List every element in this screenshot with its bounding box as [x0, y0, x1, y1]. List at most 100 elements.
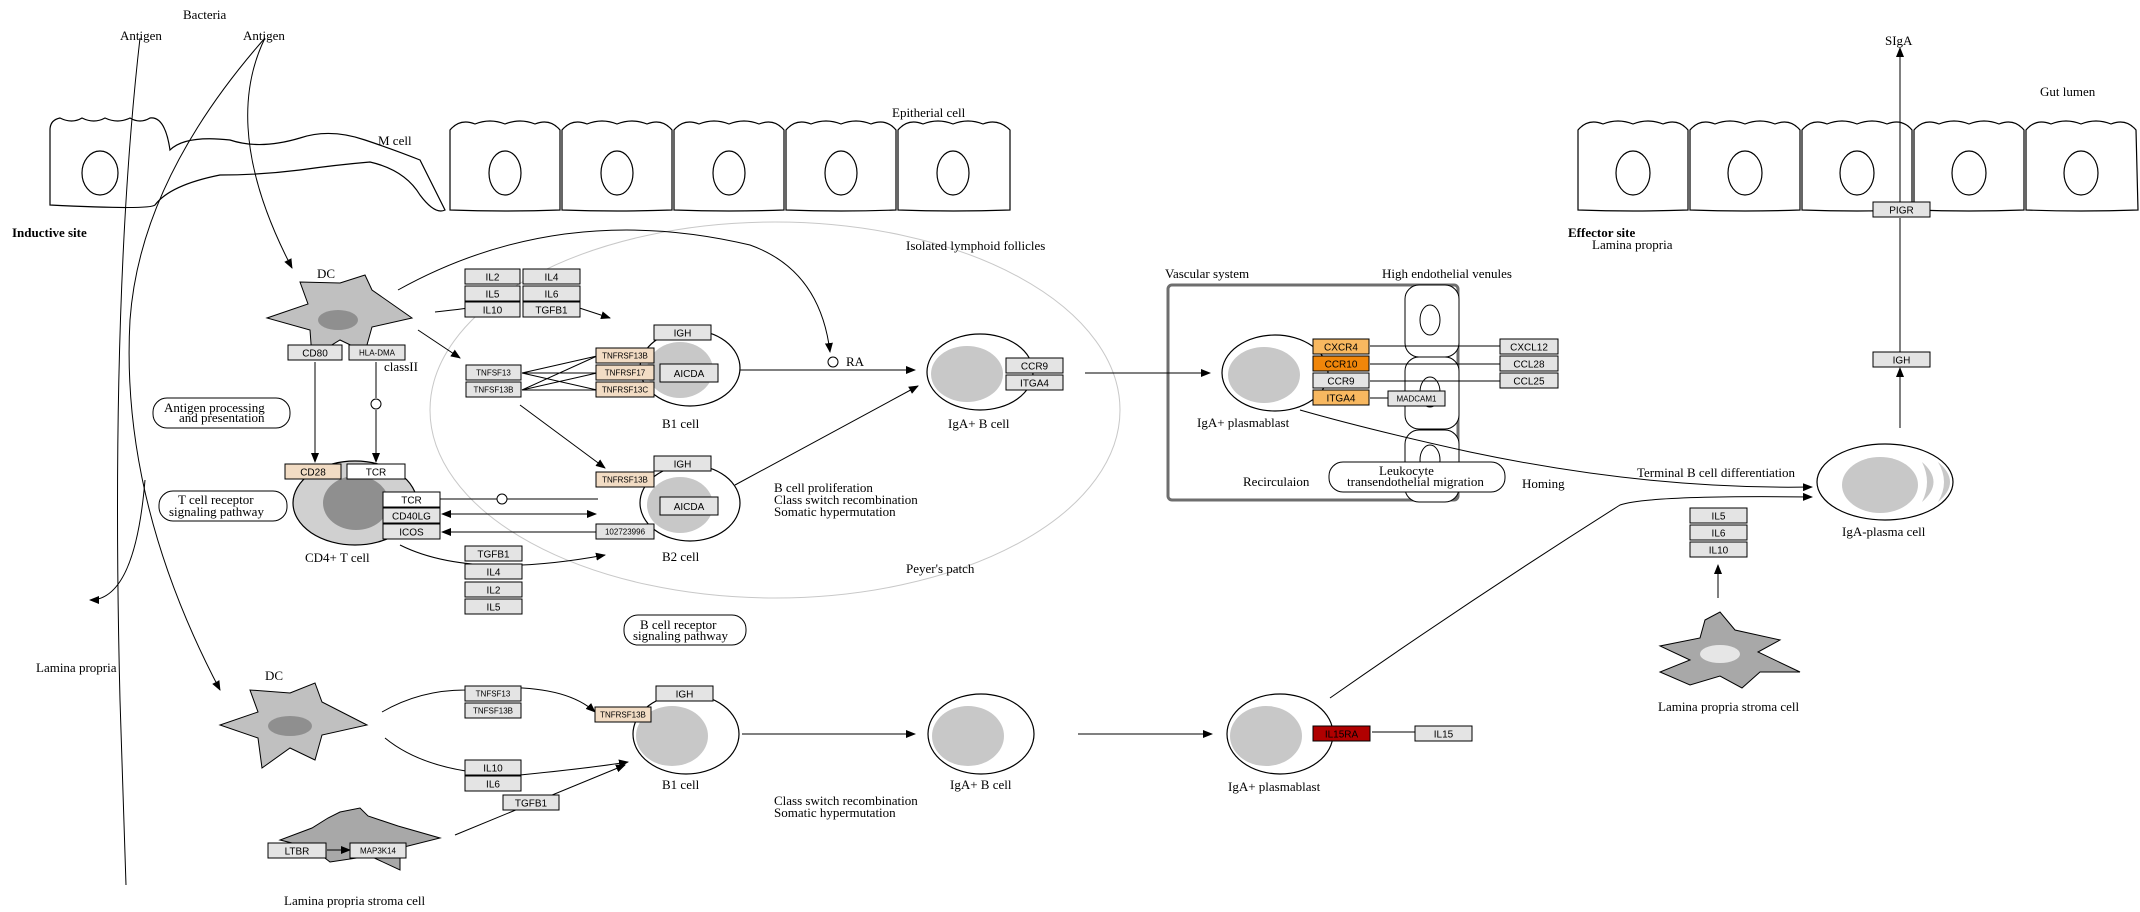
gene-map3k14[interactable]: MAP3K14	[349, 842, 407, 859]
epithelial-cell[interactable]	[561, 120, 673, 212]
gene-il10[interactable]: IL10	[1689, 541, 1748, 558]
gene-aicda[interactable]: AICDA	[659, 496, 719, 516]
gene-aicda[interactable]: AICDA	[659, 363, 719, 383]
gene-igh[interactable]: IGH	[653, 455, 712, 472]
gene-tnfsf13b[interactable]: TNFSF13B	[465, 381, 522, 398]
leukocyte-migration-box[interactable]	[1328, 461, 1506, 493]
label-cd4-t-cell: CD4+ T cell	[305, 550, 370, 565]
iga-plasmablast-lp[interactable]	[1226, 693, 1334, 775]
gene-tnfrsf13b[interactable]: TNFRSF13B	[595, 471, 655, 488]
gene-cd40lg[interactable]: CD40LG	[382, 507, 441, 524]
gene-il5[interactable]: IL5	[464, 598, 523, 615]
gene-label: CXCL12	[1510, 343, 1548, 354]
epithelial-cell[interactable]	[785, 120, 897, 212]
epithelial-cell[interactable]	[2025, 120, 2139, 212]
gene-label: IL5	[486, 290, 500, 301]
epithelial-cell[interactable]	[897, 120, 1011, 212]
gene-il2[interactable]: IL2	[464, 268, 521, 285]
gene-pigr[interactable]: PIGR	[1872, 201, 1931, 218]
gene-il5[interactable]: IL5	[464, 285, 521, 302]
iga-b-cell-peyers[interactable]	[926, 333, 1034, 411]
gene-itga4[interactable]: ITGA4	[1312, 389, 1370, 406]
gene-label: TNFSF13B	[473, 707, 513, 716]
bcr-pathway-box[interactable]	[623, 614, 747, 646]
gene-cxcl12[interactable]: CXCL12	[1499, 338, 1559, 355]
iga-plasma-cell[interactable]	[1816, 443, 1954, 521]
gene-tcr[interactable]: TCR	[382, 491, 441, 508]
gene-il10[interactable]: IL10	[464, 301, 521, 318]
gene-il2[interactable]: IL2	[464, 581, 523, 598]
epithelial-cell[interactable]	[673, 120, 785, 212]
label-antigen-2: Antigen	[243, 28, 285, 43]
gene-il5[interactable]: IL5	[1689, 507, 1748, 524]
gene-tnfrsf13b[interactable]: TNFRSF13B	[595, 347, 655, 364]
gene-il6[interactable]: IL6	[464, 775, 522, 792]
gene-label: IL2	[487, 586, 501, 597]
epithelial-cell[interactable]	[1689, 120, 1801, 212]
gene-cxcr4[interactable]: CXCR4	[1312, 338, 1370, 355]
gene-label: CCL25	[1513, 377, 1545, 388]
iga-b-cell-lp[interactable]	[927, 693, 1035, 775]
gene-tcr[interactable]: TCR	[346, 463, 406, 480]
gene-label: CXCR4	[1324, 343, 1358, 354]
gene-ccl28[interactable]: CCL28	[1499, 355, 1559, 372]
b1-cell-lp[interactable]	[632, 693, 740, 775]
gene-hla-dma[interactable]: HLA-DMA	[348, 344, 406, 361]
gene-label: IL10	[483, 764, 503, 775]
gene-ccr10[interactable]: CCR10	[1312, 355, 1370, 372]
gene-tgfb1[interactable]: TGFB1	[522, 301, 581, 318]
gene-il15[interactable]: IL15	[1414, 725, 1473, 742]
gene-itga4[interactable]: ITGA4	[1005, 374, 1064, 391]
gene-tnfsf13[interactable]: TNFSF13	[465, 364, 522, 381]
iga-plasmablast-vascular[interactable]	[1221, 334, 1329, 412]
gene-il4[interactable]: IL4	[522, 268, 581, 285]
gene-tnfrsf17[interactable]: TNFRSF17	[595, 364, 655, 381]
gene-madcam1[interactable]: MADCAM1	[1387, 390, 1446, 407]
gene-ccr9[interactable]: CCR9	[1005, 357, 1064, 374]
gene-igh[interactable]: IGH	[1872, 351, 1931, 368]
label-dc-1: DC	[317, 266, 335, 281]
epithelium-left	[49, 117, 1011, 212]
gene-cd28[interactable]: CD28	[284, 463, 342, 480]
gene-tnfsf13b[interactable]: TNFSF13B	[464, 702, 522, 719]
gene-label: TGFB1	[477, 550, 510, 561]
epithelial-cell[interactable]	[1801, 120, 1913, 212]
gene-ccl25[interactable]: CCL25	[1499, 372, 1559, 389]
gene-tgfb1[interactable]: TGFB1	[502, 794, 560, 811]
antigen-processing-box[interactable]	[152, 397, 291, 429]
epithelial-cell[interactable]	[1577, 120, 1689, 212]
gene-tnfrsf13c[interactable]: TNFRSF13C	[595, 381, 655, 398]
gene-il15ra[interactable]: IL15RA	[1312, 725, 1371, 742]
label-iga-plasmablast-2: IgA+ plasmablast	[1228, 779, 1321, 794]
gene-tnfsf13[interactable]: TNFSF13	[464, 685, 522, 702]
gene-il4[interactable]: IL4	[464, 563, 523, 580]
gene-cd80[interactable]: CD80	[287, 344, 343, 361]
epithelial-cell[interactable]	[449, 120, 561, 212]
stroma-cell-effector[interactable]	[1658, 611, 1801, 689]
gene-label: 102723996	[605, 528, 646, 537]
tcr-pathway-box[interactable]	[158, 490, 288, 522]
stroma-cell-lp[interactable]	[278, 807, 442, 871]
gene-il6[interactable]: IL6	[1689, 524, 1748, 541]
gene-ltbr[interactable]: LTBR	[267, 842, 327, 859]
epithelial-cell[interactable]	[1913, 120, 2025, 212]
gene-label: IL6	[486, 780, 500, 791]
gene-label: IL4	[487, 568, 501, 579]
gene-label: PIGR	[1889, 206, 1913, 217]
gene-il6[interactable]: IL6	[522, 285, 581, 302]
gene-ccr9[interactable]: CCR9	[1312, 372, 1370, 389]
dc-lamina-propria[interactable]	[218, 682, 369, 769]
gene-igh[interactable]: IGH	[655, 685, 714, 702]
gene-label: ITGA4	[1327, 394, 1356, 405]
label-csr-2: Somatic hypermutation	[774, 805, 896, 820]
dc-inductive[interactable]	[265, 274, 414, 358]
gene-tgfb1[interactable]: TGFB1	[464, 545, 523, 562]
gene-icos[interactable]: ICOS	[382, 523, 441, 540]
gene-tnfrsf13b[interactable]: TNFRSF13B	[594, 706, 652, 723]
gene-gene-102723996[interactable]: 102723996	[595, 523, 655, 540]
label-effector-site: Effector site	[1568, 225, 1635, 240]
gene-igh[interactable]: IGH	[653, 324, 712, 341]
gene-il10[interactable]: IL10	[464, 759, 522, 776]
